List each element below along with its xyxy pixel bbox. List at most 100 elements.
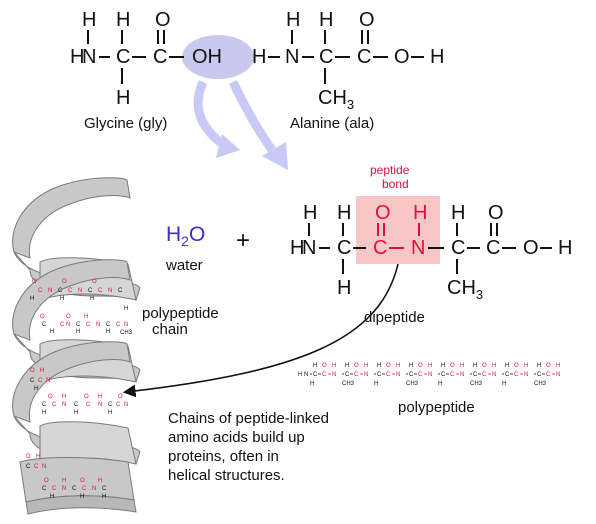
svg-text:O: O: [80, 478, 85, 484]
dipeptide-atom-h: H: [290, 237, 304, 259]
chain-atom-h: H: [345, 363, 349, 369]
svg-text:H: H: [62, 478, 66, 484]
chain-atom-h: H: [409, 363, 413, 369]
reaction-arrows: [193, 80, 288, 170]
chain-atom-c: C: [441, 372, 446, 378]
alanine-atom-c: C: [357, 46, 371, 68]
chain-atom-c: C: [482, 372, 487, 378]
dipeptide-atom-n: N: [302, 237, 316, 259]
water-formula: H2O: [166, 223, 205, 249]
svg-text:C: C: [106, 322, 111, 328]
chain-atom-n: N: [428, 372, 432, 378]
chain-atom-h: H: [556, 363, 560, 369]
chain-atom-h: H: [460, 363, 464, 369]
svg-text:C: C: [26, 464, 31, 470]
chain-atom-c: C: [537, 372, 542, 378]
caption-line-1: Chains of peptide-linked: [168, 410, 329, 427]
chain-atom-o: O: [354, 363, 359, 369]
svg-text:N: N: [124, 322, 128, 328]
glycine-molecule: H H O H N C C OH H Glycine (gly): [70, 9, 222, 132]
chain-atom-n: N: [524, 372, 528, 378]
svg-text:N: N: [42, 464, 46, 470]
svg-text:CH3: CH3: [120, 330, 133, 336]
chain-atom-c: C: [473, 372, 478, 378]
svg-text:O: O: [84, 394, 89, 400]
chain-atom-o: O: [450, 363, 455, 369]
chain-atom-h: H: [310, 381, 314, 387]
chain-atom-ch3: CH3: [342, 381, 355, 387]
chain-atom-c: C: [386, 372, 391, 378]
svg-text:C: C: [74, 402, 79, 408]
svg-text:N: N: [78, 288, 82, 294]
svg-text:C: C: [108, 402, 113, 408]
svg-text:H: H: [40, 368, 44, 374]
svg-text:C: C: [86, 322, 91, 328]
chain-atom-n: N: [364, 372, 368, 378]
pointer-arrow: [122, 263, 399, 398]
svg-text:C: C: [118, 288, 123, 294]
chain-atom-c: C: [418, 372, 423, 378]
svg-text:C: C: [42, 322, 47, 328]
svg-text:C: C: [116, 322, 121, 328]
dipeptide-atom-h: H: [337, 277, 351, 299]
svg-text:H: H: [50, 329, 54, 335]
svg-text:O: O: [48, 394, 53, 400]
glycine-atom-n: N: [82, 46, 96, 68]
glycine-atom-h: H: [116, 9, 130, 31]
svg-text:O: O: [66, 314, 71, 320]
chain-atom-c: C: [354, 372, 359, 378]
svg-text:N: N: [46, 378, 50, 384]
svg-text:H: H: [36, 454, 40, 460]
svg-text:C: C: [88, 288, 93, 294]
svg-text:H: H: [106, 329, 110, 335]
chain-atom-c: C: [345, 372, 350, 378]
chain-atom-n: N: [396, 372, 400, 378]
svg-text:H: H: [98, 478, 102, 484]
svg-text:C: C: [82, 486, 87, 492]
dipeptide-atom-h: H: [558, 237, 572, 259]
plus-sign: +: [236, 227, 250, 254]
chain-atom-o: O: [418, 363, 423, 369]
svg-text:H: H: [124, 306, 128, 312]
chain-atom-n: N: [556, 372, 560, 378]
svg-text:C: C: [76, 322, 81, 328]
chain-atom-h: H: [428, 363, 432, 369]
alanine-atom-n: N: [285, 46, 299, 68]
chain-atom-h: H: [313, 363, 317, 369]
svg-text:H: H: [98, 394, 102, 400]
dipeptide-molecule: peptide bond H H O H H O H N C C N C C O…: [290, 163, 572, 326]
svg-text:C: C: [52, 486, 57, 492]
chain-atom-h: H: [332, 363, 336, 369]
glycine-atom-o: O: [155, 9, 171, 31]
glycine-atom-h: H: [82, 9, 96, 31]
dipeptide-atom-h: H: [451, 202, 465, 224]
svg-text:N: N: [62, 486, 66, 492]
dipeptide-atom-h: H: [337, 202, 351, 224]
peptide-bond-box: [356, 196, 440, 264]
svg-text:O: O: [30, 368, 35, 374]
svg-text:C: C: [86, 402, 91, 408]
svg-text:O: O: [118, 394, 123, 400]
svg-text:N: N: [48, 288, 52, 294]
removed-oh-h-highlight: [182, 35, 254, 79]
chain-atom-h: H: [524, 363, 528, 369]
svg-text:N: N: [108, 288, 112, 294]
svg-text:H: H: [74, 410, 78, 416]
chain-atom-c: C: [450, 372, 455, 378]
svg-text:H: H: [84, 314, 88, 320]
alanine-atom-o: O: [359, 9, 375, 31]
svg-text:O: O: [62, 279, 67, 285]
caption-line-4: helical structures.: [168, 467, 285, 484]
dipeptide-atom-c: C: [373, 237, 387, 259]
alanine-atom-h: H: [252, 46, 266, 68]
svg-text:H: H: [50, 494, 54, 500]
svg-text:H: H: [42, 410, 46, 416]
peptide-bond-label-1: peptide: [370, 163, 410, 177]
chain-atom-h: H: [374, 381, 378, 387]
caption-line-2: amino acids build up: [168, 429, 305, 446]
chain-atom-n: N: [492, 372, 496, 378]
